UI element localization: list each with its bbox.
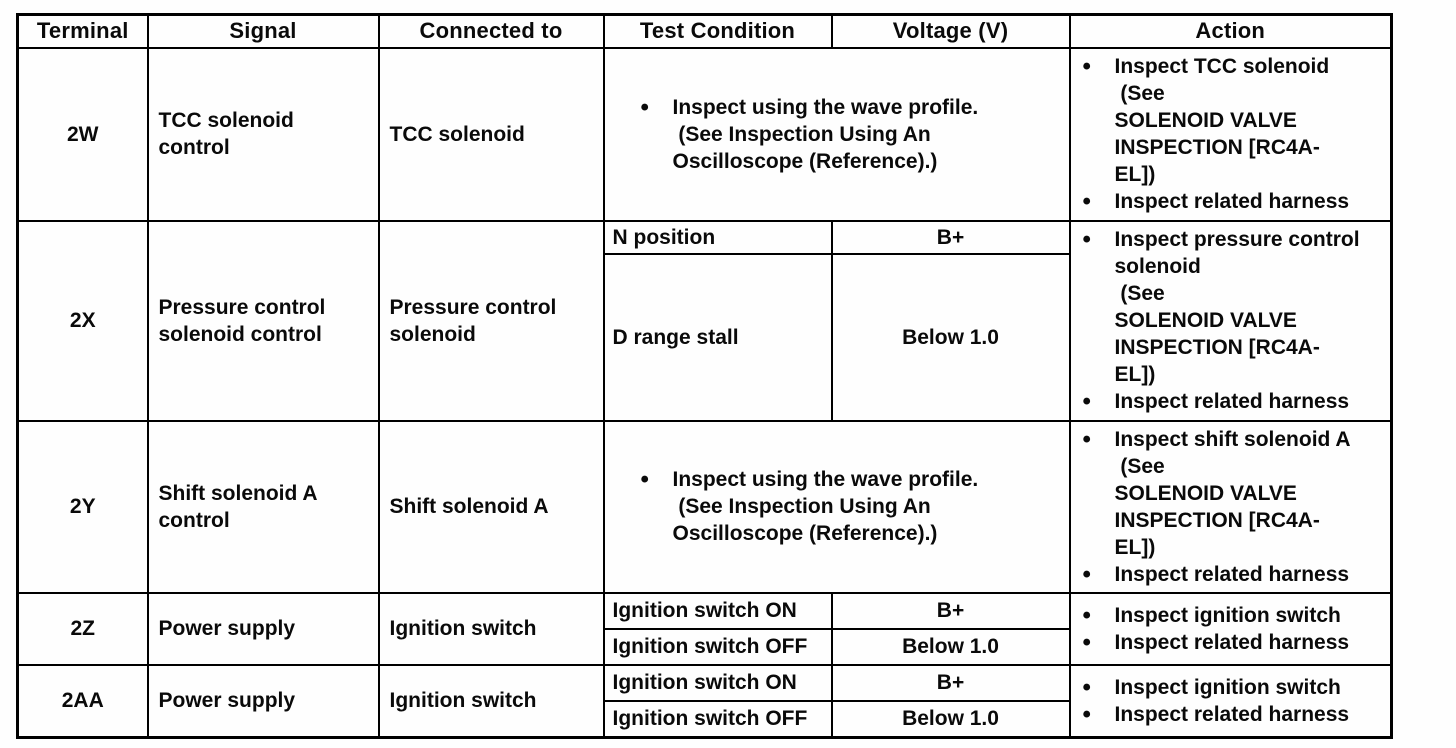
connected-to-cell: Ignition switch [377,591,605,666]
column-header-voltage: Voltage (V) [830,13,1071,49]
test-condition-text: Inspect using the wave profile. (See Ins… [672,95,979,173]
column-header-terminal: Terminal [16,13,149,49]
bullet-icon: • [1082,53,1091,80]
signal-cell: Shift solenoid A control [146,419,380,594]
row-2y: 2Y Shift solenoid A control Shift soleno… [16,419,1393,594]
connected-to-cell: TCC solenoid [377,46,605,222]
action-text: Inspect related harness [1114,702,1350,726]
signal-cell: Power supply [146,663,380,739]
bullet-item: • Inspect shift solenoid A (See SOLENOID… [1083,426,1387,561]
voltage-cell: Below 1.0 [830,627,1071,666]
bullet-icon: • [1082,388,1091,415]
bullet-item: • Inspect pressure control solenoid (See… [1083,226,1387,388]
test-condition-cell: Ignition switch OFF [602,627,833,666]
action-text: Inspect ignition switch [1114,603,1341,627]
action-text: Inspect TCC solenoid (See SOLENOID VALVE… [1114,55,1330,186]
test-condition-cell: • Inspect using the wave profile. (See I… [602,419,1071,594]
signal-cell: TCC solenoid control [146,46,380,222]
connected-to-cell: Ignition switch [377,663,605,739]
voltage-cell: B+ [830,663,1071,702]
terminal-cell: 2AA [16,663,149,739]
terminal-cell: 2Y [16,419,149,594]
bullet-item: • Inspect using the wave profile. (See I… [641,466,1063,547]
voltage-cell: Below 1.0 [830,699,1071,739]
terminal-cell: 2Z [16,591,149,666]
bullet-item: • Inspect related harness [1083,561,1387,588]
row-2z: 2Z Power supply Ignition switch Ignition… [16,591,1393,666]
action-cell: • Inspect ignition switch • Inspect rela… [1068,663,1393,739]
test-condition-text: Inspect using the wave profile. (See Ins… [672,468,979,545]
test-condition-cell: Ignition switch ON [602,663,833,702]
connected-to-cell: Shift solenoid A [377,419,605,594]
signal-cell: Pressure control solenoid control [146,219,380,422]
bullet-item: • Inspect related harness [1083,629,1387,656]
bullet-icon: • [1082,226,1091,253]
bullet-icon: • [1082,601,1091,629]
bullet-icon: • [1082,188,1091,215]
row-2aa-sub: Ignition switch OFF Below 1.0 [18,699,1392,739]
action-text: Inspect shift solenoid A (See SOLENOID V… [1114,427,1351,559]
column-header-signal: Signal [146,13,380,49]
action-text: Inspect related harness [1114,190,1350,213]
test-condition-cell: D range stall [602,252,833,422]
bullet-item: • Inspect ignition switch [1083,674,1387,701]
test-condition-cell: N position [602,219,833,255]
row-2z-sub: Ignition switch OFF Below 1.0 [18,627,1392,666]
test-condition-cell: Ignition switch OFF [602,699,833,739]
bullet-icon: • [640,466,649,493]
voltage-cell: Below 1.0 [830,252,1071,422]
action-cell: • Inspect ignition switch • Inspect rela… [1068,591,1393,666]
bullet-item: • Inspect related harness [1083,188,1387,215]
bullet-icon: • [1082,425,1091,453]
bullet-icon: • [1082,673,1091,701]
row-2x-sub: D range stall Below 1.0 [18,252,1392,422]
column-header-test-condition: Test Condition [602,13,833,49]
column-header-action: Action [1068,13,1393,49]
header-row: Terminal Signal Connected to Test Condit… [16,13,1393,49]
bullet-item: • Inspect TCC solenoid (See SOLENOID VAL… [1083,53,1387,188]
action-cell: • Inspect shift solenoid A (See SOLENOID… [1068,419,1393,594]
action-cell: • Inspect pressure control solenoid (See… [1068,219,1393,422]
bullet-icon: • [640,93,649,121]
terminal-cell: 2W [16,46,149,222]
voltage-cell: B+ [830,219,1071,255]
action-text: Inspect related harness [1114,562,1350,586]
bullet-item: • Inspect using the wave profile. (See I… [641,94,1063,175]
action-text: Inspect related harness [1114,630,1350,654]
bullet-item: • Inspect related harness [1083,388,1387,415]
voltage-cell: B+ [830,591,1071,630]
bullet-icon: • [1082,628,1091,656]
row-2w: 2W TCC solenoid control TCC solenoid • I… [16,46,1393,222]
action-cell: • Inspect TCC solenoid (See SOLENOID VAL… [1068,46,1393,222]
bullet-icon: • [1082,560,1091,588]
test-condition-cell: Ignition switch ON [602,591,833,630]
terminal-voltage-table: Terminal Signal Connected to Test Condit… [16,13,1393,739]
connected-to-cell: Pressure control solenoid [377,219,605,422]
action-text: Inspect pressure control solenoid (See S… [1114,228,1360,386]
bullet-item: • Inspect ignition switch [1083,602,1387,629]
test-condition-cell: • Inspect using the wave profile. (See I… [602,46,1071,222]
signal-cell: Power supply [146,591,380,666]
bullet-icon: • [1082,700,1091,728]
row-2aa: 2AA Power supply Ignition switch Ignitio… [16,663,1393,739]
bullet-item: • Inspect related harness [1083,701,1387,728]
terminal-cell: 2X [16,219,149,422]
row-2x: 2X Pressure control solenoid control Pre… [16,219,1393,422]
action-text: Inspect related harness [1114,390,1350,413]
action-text: Inspect ignition switch [1114,675,1341,699]
column-header-connected-to: Connected to [377,13,605,49]
